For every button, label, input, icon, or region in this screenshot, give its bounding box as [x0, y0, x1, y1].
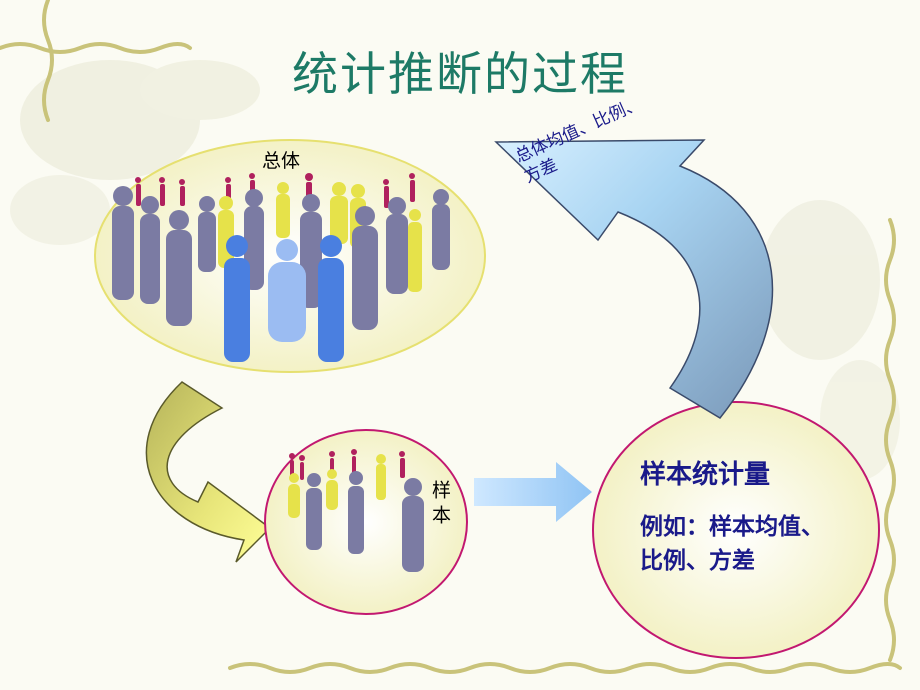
floral-watermark [10, 60, 900, 480]
statistic-title: 样本统计量 [640, 460, 771, 490]
sample-label: 样本 [429, 480, 451, 530]
page-title: 统计推断的过程 [292, 47, 628, 101]
curve-arrow-population-to-sample [145, 381, 272, 563]
arrow-sample-to-statistic [474, 462, 592, 522]
sample-crowd [288, 449, 424, 572]
statistic-circle [592, 401, 880, 659]
population-label: 总体 [262, 150, 301, 172]
population-crowd [112, 173, 450, 362]
curve-arrow-statistic-to-parameter [494, 139, 774, 419]
vine-decoration [0, 0, 902, 674]
statistic-body: 例如：样本均值、比例、方差 [640, 514, 824, 574]
